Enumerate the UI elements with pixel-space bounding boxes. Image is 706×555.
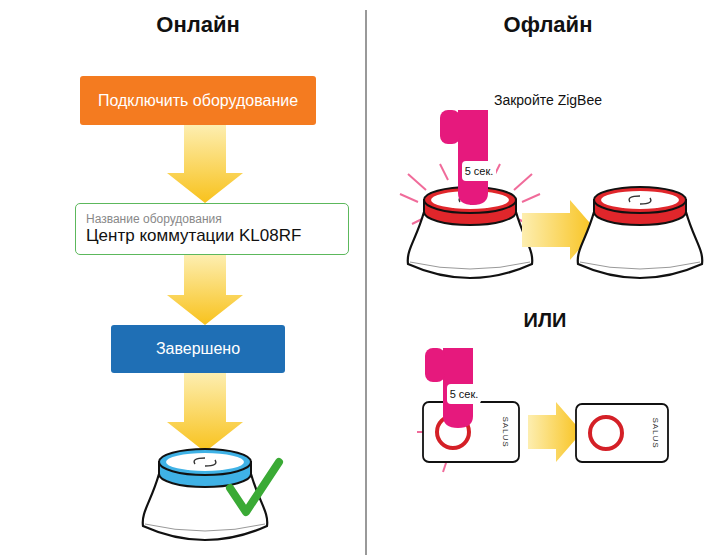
box-text: Центр коммутации KL08RF bbox=[86, 226, 338, 246]
note-label: ИЛИ bbox=[524, 309, 567, 332]
brand-mark: SALUS bbox=[651, 417, 660, 448]
field-caption: Название оборудования bbox=[86, 212, 338, 226]
pressing-finger bbox=[425, 348, 481, 428]
brand-mark: SALUS bbox=[501, 416, 510, 447]
note-label: 5 сек. bbox=[465, 165, 494, 177]
box-text: Подключить оборудование bbox=[90, 91, 306, 110]
process-box: Подключить оборудование bbox=[80, 76, 316, 125]
hub-device bbox=[143, 449, 268, 540]
flow-arrow bbox=[528, 402, 582, 462]
pressing-finger bbox=[440, 110, 496, 205]
input-field: Название оборудованияЦентр коммутации KL… bbox=[75, 203, 349, 255]
note-label: Закройте ZigBee bbox=[494, 92, 602, 108]
button-device bbox=[576, 404, 668, 462]
check-mark bbox=[230, 462, 279, 512]
box-text: Завершено bbox=[121, 339, 275, 358]
hub-device bbox=[578, 187, 703, 278]
flow-arrow bbox=[167, 125, 243, 203]
divider-line bbox=[365, 10, 366, 555]
process-box: Завершено bbox=[111, 325, 285, 373]
column-heading: Онлайн bbox=[156, 12, 239, 38]
column-heading: Офлайн bbox=[504, 12, 593, 38]
flow-arrow bbox=[167, 255, 243, 325]
note-label: 5 сек. bbox=[450, 388, 479, 400]
flow-arrow bbox=[167, 373, 243, 452]
